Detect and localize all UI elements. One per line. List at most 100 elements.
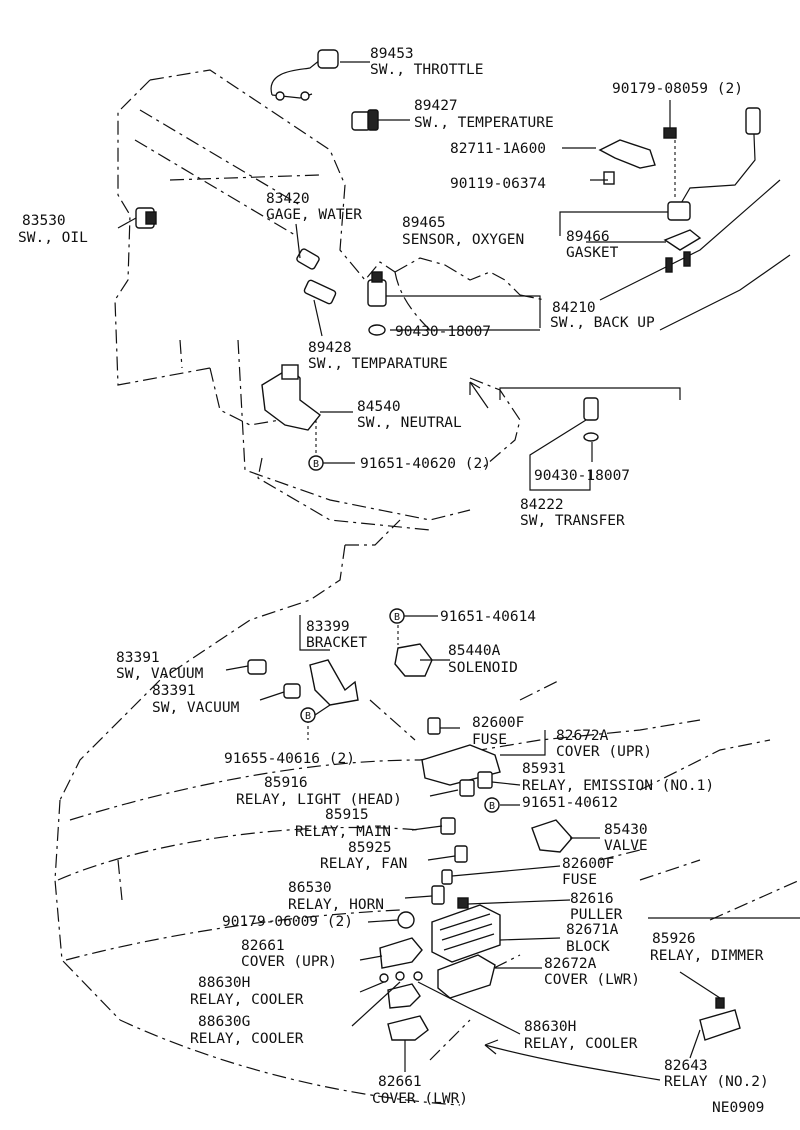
- bolt-symbol-1: B: [308, 455, 324, 471]
- label-88630g-name: RELAY, COOLER: [190, 1031, 304, 1047]
- gasket-icon: [663, 229, 702, 273]
- relay-fan-icon: [454, 845, 468, 863]
- label-83420-num: 83420: [266, 191, 310, 207]
- label-82600f-b-num: 82600F: [562, 856, 614, 872]
- cover-lwr-2-icon: [387, 1015, 429, 1041]
- label-83399-num: 83399: [306, 619, 350, 635]
- label-82672a-lwr-name: COVER (LWR): [544, 972, 640, 988]
- label-89453-name: SW., THROTTLE: [370, 62, 484, 78]
- bracket-icon: [309, 659, 359, 706]
- label-82671a-name: BLOCK: [566, 939, 610, 955]
- label-90430-a: 90430-18007: [395, 324, 491, 340]
- label-85931-num: 85931: [522, 761, 566, 777]
- label-85916-num: 85916: [264, 775, 308, 791]
- vacuum-switch-icon-a: [247, 659, 267, 675]
- fuse-icon-b: [441, 869, 453, 885]
- labels: 89453 SW., THROTTLE 89427 SW., TEMPERATU…: [18, 46, 769, 1116]
- label-85915-name: RELAY, MAIN: [295, 824, 391, 840]
- svg-text:B: B: [394, 612, 400, 623]
- label-83530-num: 83530: [22, 213, 66, 229]
- label-86530-num: 86530: [288, 880, 332, 896]
- label-84540-name: SW., NEUTRAL: [357, 415, 462, 431]
- vacuum-switch-icon-b: [283, 683, 301, 699]
- valve-icon: [531, 819, 573, 853]
- label-90179-08059: 90179-08059 (2): [612, 81, 743, 97]
- relay-horn-icon: [431, 885, 445, 905]
- label-84540-num: 84540: [357, 399, 401, 415]
- label-83530-name: SW., OIL: [18, 230, 88, 246]
- label-89465-name: SENSOR, OXYGEN: [402, 232, 524, 248]
- label-91651-40620: 91651-40620 (2): [360, 456, 491, 472]
- label-89427-name: SW., TEMPERATURE: [414, 115, 554, 131]
- label-82661-lwr-num: 82661: [378, 1074, 422, 1090]
- relay-main-icon: [440, 817, 456, 835]
- label-91651-40612: 91651-40612: [522, 795, 618, 811]
- oil-switch-icon: [135, 207, 157, 229]
- relay-dimmer-icon: [715, 997, 725, 1009]
- label-90430-b: 90430-18007: [534, 468, 630, 484]
- label-82661-lwr-name: COVER (LWR): [372, 1091, 468, 1107]
- oxygen-sensor-bracket-icon: [598, 139, 656, 169]
- cover-upr-2-icon: [379, 937, 423, 969]
- label-85430-name: VALVE: [604, 838, 648, 854]
- bolt-symbol-2: B: [389, 608, 405, 624]
- label-84210-num: 84210: [552, 300, 596, 316]
- label-91651-40614: 91651-40614: [440, 609, 536, 625]
- relay-no2-icon: [699, 1009, 741, 1041]
- label-85915-num: 85915: [325, 807, 369, 823]
- label-88630h-b-num: 88630H: [524, 1019, 576, 1035]
- solenoid-icon: [394, 643, 433, 677]
- drawing-code: NE0909: [712, 1100, 764, 1116]
- back-up-switch-icon: [367, 271, 387, 307]
- exhaust-line-2: [659, 254, 791, 331]
- label-90119: 90119-06374: [450, 176, 546, 192]
- leader-lines: [117, 61, 800, 1072]
- oxygen-sensor-icon: [667, 107, 761, 221]
- bolt-symbol-3: B: [300, 707, 316, 723]
- label-89427-num: 89427: [414, 98, 458, 114]
- label-82616-name: PULLER: [570, 907, 623, 923]
- label-86530-name: RELAY, HORN: [288, 897, 384, 913]
- transfer-switch-icon: [583, 397, 599, 442]
- label-88630h-a-name: RELAY, COOLER: [190, 992, 304, 1008]
- label-89428-num: 89428: [308, 340, 352, 356]
- label-82643-name: RELAY (NO.2): [664, 1074, 769, 1090]
- label-85925-num: 85925: [348, 840, 392, 856]
- exhaust-line: [599, 179, 781, 301]
- bolt-symbol-4: B: [484, 797, 500, 813]
- label-85916-name: RELAY, LIGHT (HEAD): [236, 792, 402, 808]
- fuse-icon-a: [427, 717, 441, 735]
- label-85440a-num: 85440A: [448, 643, 501, 659]
- label-82600f-b-name: FUSE: [562, 872, 597, 888]
- temperature-switch-icon: [351, 109, 379, 131]
- label-82600f-a-num: 82600F: [472, 715, 524, 731]
- label-82643-num: 82643: [664, 1058, 708, 1074]
- label-83391-a-name: SW, VACUUM: [116, 666, 204, 682]
- svg-text:B: B: [305, 711, 311, 722]
- label-89428-name: SW., TEMPARATURE: [308, 356, 448, 372]
- label-84210-name: SW., BACK UP: [550, 315, 655, 331]
- washer-icon: [368, 324, 386, 336]
- label-85926-name: RELAY, DIMMER: [650, 948, 764, 964]
- svg-text:B: B: [313, 459, 319, 470]
- relay-light-icon: [459, 779, 475, 797]
- label-89466-num: 89466: [566, 229, 610, 245]
- label-85430-num: 85430: [604, 822, 648, 838]
- label-89465-num: 89465: [402, 215, 446, 231]
- label-82616-num: 82616: [570, 891, 614, 907]
- label-82671a-num: 82671A: [566, 922, 619, 938]
- relay-cooler-icons: [379, 971, 423, 983]
- engine-outline: [114, 69, 546, 531]
- label-83399-name: BRACKET: [306, 635, 367, 651]
- arrow-ae95: [469, 381, 489, 409]
- clip-icon: [397, 911, 415, 929]
- label-89466-name: GASKET: [566, 245, 619, 261]
- label-88630h-a-num: 88630H: [198, 975, 250, 991]
- label-89453-num: 89453: [370, 46, 414, 62]
- label-84222-name: SW, TRANSFER: [520, 513, 625, 529]
- throttle-switch-icon: [270, 49, 339, 101]
- label-82672a-lwr-num: 82672A: [544, 956, 597, 972]
- label-82661-upr-name: COVER (UPR): [241, 954, 337, 970]
- label-83391-b-name: SW, VACUUM: [152, 700, 240, 716]
